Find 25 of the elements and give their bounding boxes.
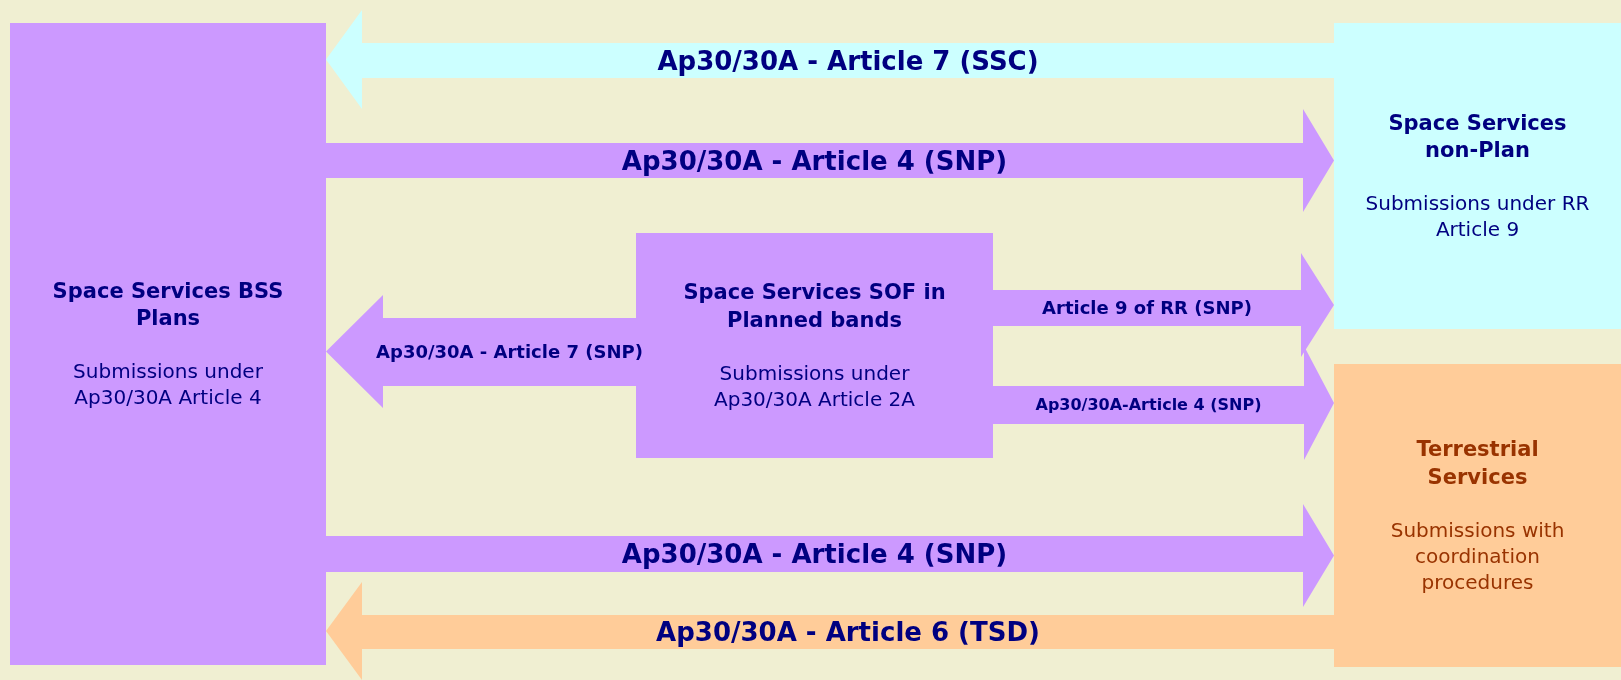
service-box xyxy=(1334,364,1621,667)
box-title: Space Services BSS Plans xyxy=(51,277,285,332)
edge-label: Ap30/30A - Article 4 (SNP) xyxy=(621,144,1008,177)
box-description: Submissions under Ap30/30A Article 2A xyxy=(713,359,916,412)
edge-label: Ap30/30A - Article 6 (TSD) xyxy=(656,615,1040,649)
service-box xyxy=(1334,23,1621,329)
box-title: Space Services SOF in Planned bands xyxy=(682,279,947,334)
service-box xyxy=(10,23,326,665)
block-arrow xyxy=(326,582,1334,680)
edge-label: Article 9 of RR (SNP) xyxy=(1042,296,1252,320)
box-description: Submissions under RR Article 9 xyxy=(1364,190,1591,243)
edge-label: Ap30/30A-Article 4 (SNP) xyxy=(1035,395,1262,415)
box-description: Submissions under Ap30/30A Article 4 xyxy=(72,358,264,411)
block-arrow xyxy=(326,10,1334,109)
edge-label: Ap30/30A - Article 7 (SNP) xyxy=(375,340,644,364)
block-arrow xyxy=(326,109,1334,212)
block-arrow xyxy=(993,346,1334,460)
box-title: Terrestrial Services xyxy=(1415,436,1540,491)
box-description: Submissions with coordination procedures xyxy=(1389,516,1566,595)
edge-label: Ap30/30A - Article 4 (SNP) xyxy=(621,537,1008,571)
box-title: Space Services non-Plan xyxy=(1387,109,1568,164)
block-arrow xyxy=(326,504,1334,607)
block-arrow xyxy=(326,295,636,408)
block-arrow xyxy=(993,253,1334,357)
edge-label: Ap30/30A - Article 7 (SSC) xyxy=(657,44,1039,77)
